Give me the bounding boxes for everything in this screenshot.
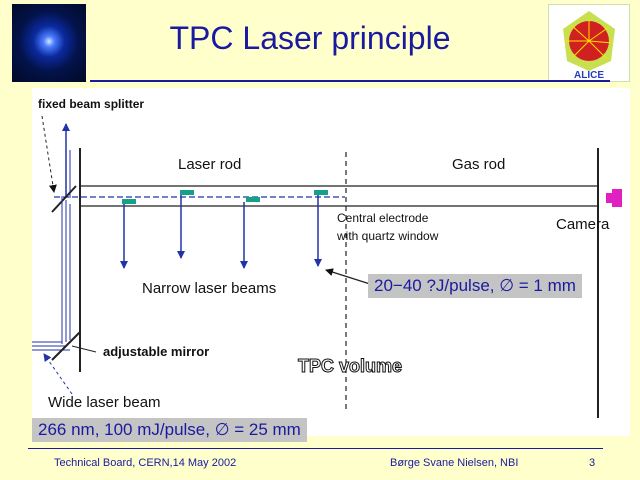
adjustable-mirror-pointer [71, 345, 97, 353]
slide-title: TPC Laser principle [169, 20, 451, 56]
camera-label: Camera [556, 216, 610, 233]
footer-divider [28, 448, 603, 449]
tpc-volume-label: TPC volume [297, 356, 403, 377]
quartz-window-label: with quartz window [337, 229, 439, 243]
footer-author: Børge Svane Nielsen, NBI [390, 457, 519, 469]
alice-logo: ALICE [548, 4, 630, 82]
wide-beam-pointer [43, 353, 73, 395]
footer-event: Technical Board, CERN,14 May 2002 [54, 457, 237, 469]
narrow-beam-spec-box: 20−40 ?J/pulse, ∅ = 1 mm [368, 274, 582, 298]
beam-splitter-mirror [51, 185, 77, 213]
svg-text:ALICE: ALICE [574, 70, 604, 81]
tpc-laser-photo-logo [12, 4, 86, 82]
diagram-panel [32, 88, 630, 436]
wide-beam-spec-box: 266 nm, 100 mJ/pulse, ∅ = 25 mm [32, 418, 307, 442]
wide-laser-beam-label: Wide laser beam [48, 394, 161, 411]
camera-body [612, 189, 622, 207]
footer-page-number: 3 [589, 457, 596, 469]
rod-mirror-4 [314, 190, 328, 195]
rod-mirror-2 [180, 190, 194, 195]
fixed-beam-splitter-label: fixed beam splitter [38, 97, 145, 111]
rod-mirror-1 [122, 199, 136, 204]
title-underline [90, 80, 610, 82]
adjustable-mirror-label: adjustable mirror [103, 344, 210, 359]
camera-lens [606, 193, 612, 203]
laser-rod-label: Laser rod [178, 156, 242, 173]
splitter-pointer [41, 115, 57, 193]
narrow-laser-beams-label: Narrow laser beams [142, 280, 277, 297]
narrow-spec-pointer [325, 268, 371, 285]
rod-mirror-3 [246, 197, 260, 202]
adjustable-mirror [51, 331, 81, 361]
gas-rod-label: Gas rod [452, 156, 506, 173]
central-electrode-label: Central electrode [337, 211, 429, 225]
